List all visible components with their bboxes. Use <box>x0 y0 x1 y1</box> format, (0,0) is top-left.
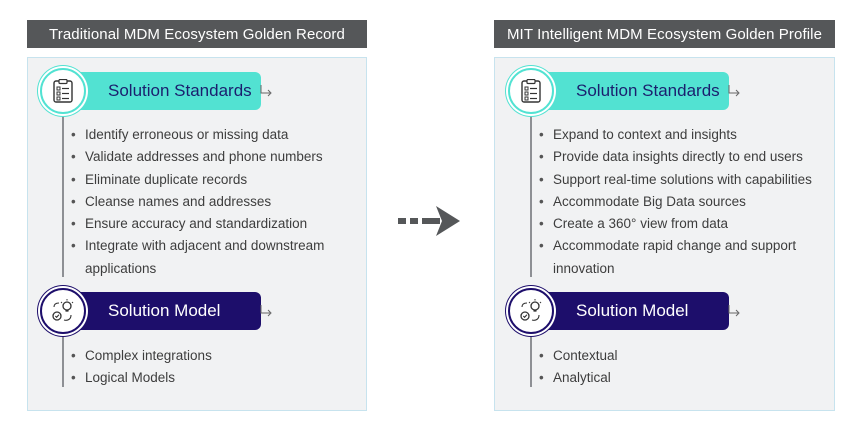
right-model-heading: Solution Model <box>576 301 689 320</box>
list-item: Identify erroneous or missing data <box>71 124 324 147</box>
right-standards-checklist-icon <box>508 68 554 114</box>
list-item: Accommodate rapid change and support <box>539 235 812 258</box>
left-model-heading: Solution Model <box>108 301 221 320</box>
left-panel-title: Traditional MDM Ecosystem Golden Record <box>27 20 367 48</box>
list-item: Complex integrations <box>71 345 212 368</box>
left-model-header: Solution Model <box>62 292 261 330</box>
left-standards-header: Solution Standards <box>62 72 261 110</box>
right-standards-connector-line <box>530 92 532 277</box>
right-panel-title: MIT Intelligent MDM Ecosystem Golden Pro… <box>494 20 835 48</box>
list-item: Expand to context and insights <box>539 124 812 147</box>
left-standards-heading: Solution Standards <box>108 81 252 100</box>
list-item: Support real-time solutions with capabil… <box>539 169 812 192</box>
right-standards-header: Solution Standards <box>530 72 729 110</box>
right-standards-list: Expand to context and insights Provide d… <box>539 124 812 280</box>
left-standards-list: Identify erroneous or missing data Valid… <box>71 124 324 280</box>
list-item: Cleanse names and addresses <box>71 191 324 214</box>
right-model-tail-icon <box>728 305 740 317</box>
left-standards-checklist-icon <box>40 68 86 114</box>
right-model-process-lightbulb-icon <box>508 288 554 334</box>
left-model-list: Complex integrations Logical Models <box>71 345 212 390</box>
list-item: Ensure accuracy and standardization <box>71 213 324 236</box>
list-item: Create a 360° view from data <box>539 213 812 236</box>
list-item: Contextual <box>539 345 618 368</box>
list-item: Logical Models <box>71 367 212 390</box>
right-model-connector-line <box>530 312 532 387</box>
list-item: Eliminate duplicate records <box>71 169 324 192</box>
left-standards-tail-icon <box>260 85 272 97</box>
list-item: Validate addresses and phone numbers <box>71 146 324 169</box>
left-model-process-lightbulb-icon <box>40 288 86 334</box>
right-standards-tail-icon <box>728 85 740 97</box>
dashed-right-arrow-icon <box>398 206 460 236</box>
right-standards-heading: Solution Standards <box>576 81 720 100</box>
right-model-header: Solution Model <box>530 292 729 330</box>
list-item: Provide data insights directly to end us… <box>539 146 812 169</box>
list-item: Integrate with adjacent and downstream <box>71 235 324 258</box>
left-standards-connector-line <box>62 92 64 277</box>
left-model-tail-icon <box>260 305 272 317</box>
list-item-continuation: applications <box>85 260 157 276</box>
list-item: Analytical <box>539 367 618 390</box>
list-item: Accommodate Big Data sources <box>539 191 812 214</box>
right-model-list: Contextual Analytical <box>539 345 618 390</box>
left-model-connector-line <box>62 312 64 387</box>
list-item-continuation: innovation <box>553 260 615 276</box>
